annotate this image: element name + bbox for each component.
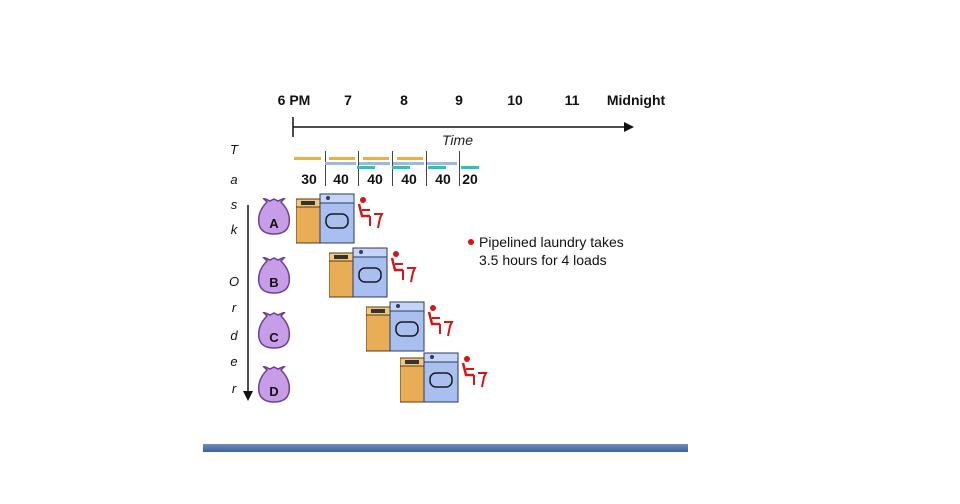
- hour-label: 8: [400, 92, 408, 108]
- washer-icon: [296, 198, 321, 244]
- order-letter: r: [231, 300, 237, 315]
- dryer-icon: [389, 301, 425, 352]
- hour-label: 11: [564, 92, 580, 108]
- order-letter: k: [230, 222, 238, 237]
- dryer-icon: [423, 352, 459, 403]
- wash-segment: [329, 157, 355, 160]
- laundry-bag-icon: A: [257, 198, 291, 235]
- hour-label: Midnight: [606, 92, 666, 108]
- laundry-bag-icon: B: [257, 257, 291, 294]
- duration-label: 40: [401, 171, 417, 187]
- dryer-icon: [319, 193, 355, 244]
- load-label: D: [269, 384, 278, 399]
- hour-label: 6 PM: [277, 92, 311, 108]
- load-label: B: [269, 275, 278, 290]
- order-letter: a: [230, 172, 238, 187]
- duration-label: 20: [462, 171, 478, 187]
- fold-segment: [428, 166, 446, 169]
- load-b-machines: [329, 247, 417, 298]
- time-arrow: [292, 117, 634, 137]
- fold-segment: [461, 166, 479, 169]
- dryer-icon: [352, 247, 388, 298]
- folder-person-icon: [427, 305, 454, 337]
- load-a-machines: [296, 193, 384, 244]
- fold-segment: [392, 166, 410, 169]
- washer-icon: [329, 252, 354, 298]
- note-line-1: Pipelined laundry takes: [479, 234, 624, 250]
- load-label: C: [269, 330, 279, 345]
- laundry-bag-icon: D: [257, 366, 291, 403]
- hour-label: 7: [344, 92, 352, 108]
- stage-divider: [426, 151, 427, 186]
- order-letter: e: [230, 354, 238, 369]
- folder-person-icon: [357, 197, 384, 229]
- pipeline-note: Pipelined laundry takes 3.5 hours for 4 …: [468, 233, 624, 269]
- order-letter: O: [228, 274, 240, 289]
- order-arrow: [243, 205, 253, 401]
- slide-footer-bar: [203, 444, 688, 452]
- bullet-icon: [468, 239, 474, 246]
- time-axis-label: Time: [442, 132, 473, 148]
- order-letter: s: [230, 197, 238, 212]
- load-c-machines: [366, 301, 454, 352]
- folder-person-icon: [390, 251, 417, 283]
- dry-segment: [393, 162, 424, 165]
- order-letter: r: [231, 381, 237, 396]
- order-letter: T: [230, 142, 238, 157]
- stage-divider: [459, 151, 460, 186]
- load-d-machines: [400, 352, 488, 403]
- hour-label: 10: [507, 92, 523, 108]
- folder-person-icon: [461, 356, 488, 388]
- dry-segment: [427, 162, 457, 165]
- duration-label: 40: [367, 171, 383, 187]
- stage-divider: [325, 151, 326, 186]
- duration-label: 40: [435, 171, 451, 187]
- duration-label: 30: [301, 171, 317, 187]
- note-line-2: 3.5 hours for 4 loads: [479, 252, 607, 268]
- wash-segment: [294, 157, 321, 160]
- dry-segment: [325, 162, 356, 165]
- order-letter: d: [230, 328, 238, 343]
- dry-segment: [359, 162, 390, 165]
- washer-icon: [400, 357, 425, 403]
- fold-segment: [357, 166, 375, 169]
- wash-segment: [397, 157, 423, 160]
- wash-segment: [363, 157, 389, 160]
- hour-label: 9: [455, 92, 463, 108]
- laundry-bag-icon: C: [257, 312, 291, 349]
- load-label: A: [269, 216, 279, 231]
- washer-icon: [366, 306, 391, 352]
- duration-label: 40: [333, 171, 349, 187]
